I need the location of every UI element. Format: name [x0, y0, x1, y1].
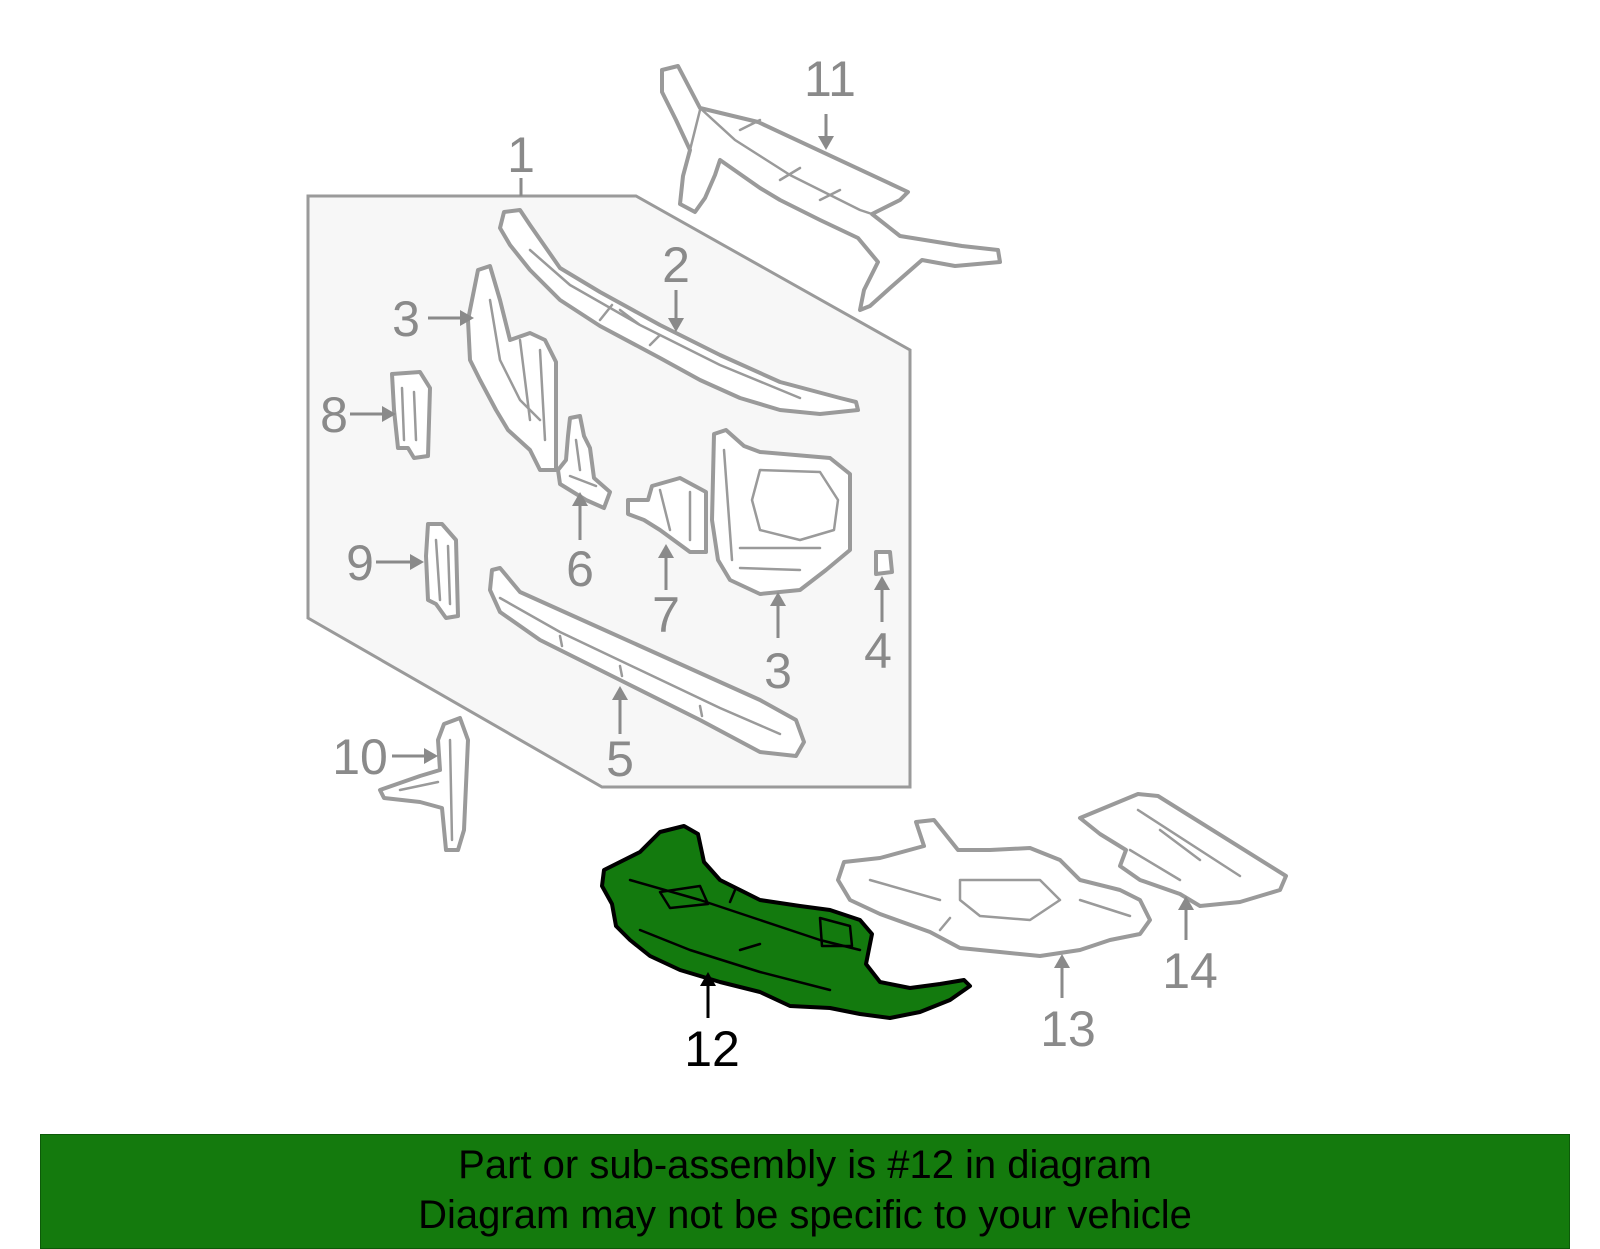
part-3-left-side-support[interactable]: [466, 264, 558, 472]
callout-6: 6: [566, 541, 594, 597]
callout-3-left: 3: [392, 291, 420, 347]
part-3-right-side-support[interactable]: [710, 428, 852, 596]
callout-2: 2: [662, 237, 690, 293]
part-4-clip[interactable]: [874, 550, 894, 576]
part-5-lower-tie-bar[interactable]: [488, 566, 806, 758]
part-10-bracket[interactable]: [378, 716, 470, 852]
callout-1: 1: [507, 127, 535, 183]
callout-5: 5: [606, 731, 634, 787]
callout-12: 12: [684, 1021, 740, 1077]
part-11-upper-support[interactable]: [660, 64, 1002, 312]
callout-11: 11: [804, 51, 856, 107]
part-13-under-cover[interactable]: [836, 818, 1152, 958]
part-9-bracket[interactable]: [424, 522, 460, 620]
callout-9: 9: [346, 535, 374, 591]
callout-10: 10: [332, 729, 388, 785]
callout-14: 14: [1162, 943, 1218, 999]
part-14-rear-under-cover[interactable]: [1078, 792, 1288, 908]
info-banner: Part or sub-assembly is #12 in diagram D…: [40, 1134, 1570, 1249]
part-8-bracket[interactable]: [390, 370, 432, 460]
part-12-front-under-cover[interactable]: [600, 824, 972, 1020]
banner-disclaimer: Diagram may not be specific to your vehi…: [418, 1193, 1192, 1237]
callout-13: 13: [1040, 1001, 1096, 1057]
callout-3-right: 3: [764, 643, 792, 699]
banner-part-note: Part or sub-assembly is #12 in diagram: [458, 1143, 1152, 1187]
callout-7: 7: [652, 587, 680, 643]
part-7-bracket[interactable]: [626, 476, 708, 554]
callout-4: 4: [864, 623, 892, 679]
part-2-upper-tie-bar[interactable]: [498, 208, 860, 416]
callout-8: 8: [320, 387, 348, 443]
part-6-bracket[interactable]: [556, 414, 612, 510]
